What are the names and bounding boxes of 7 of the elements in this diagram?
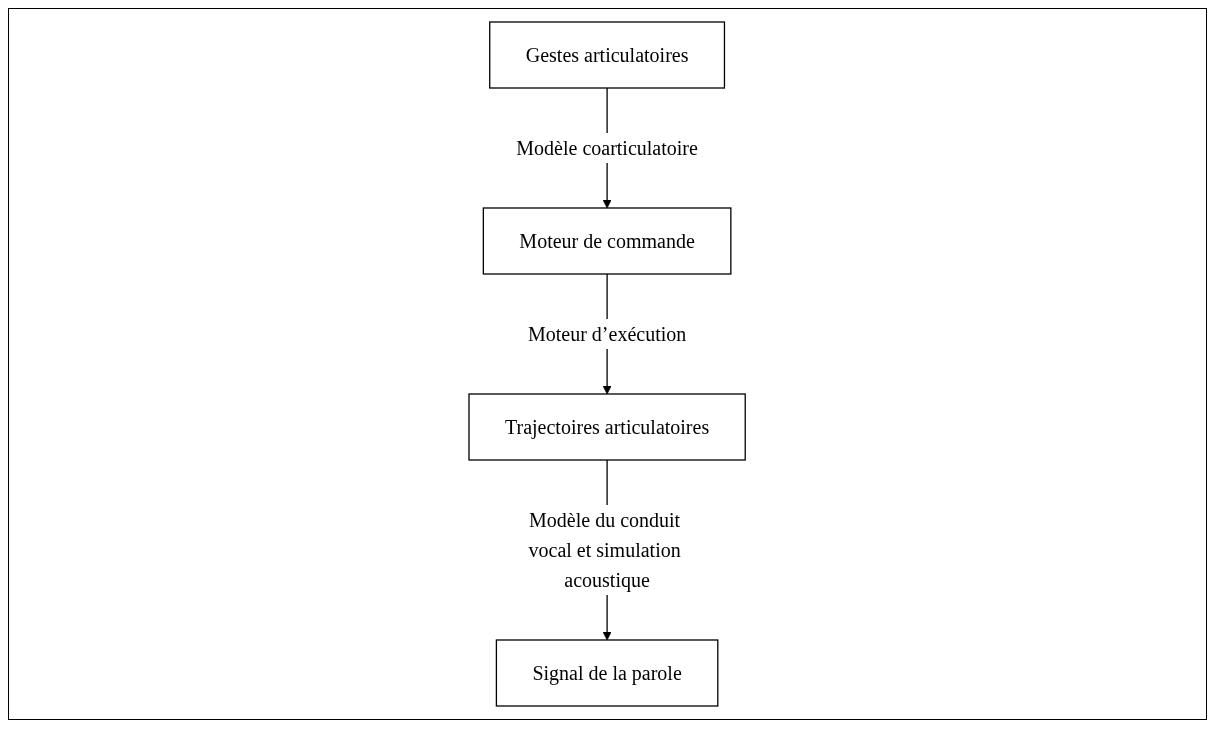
node-box: Trajectoires articulatoires (468, 393, 747, 461)
node-box: Moteur de commande (483, 207, 732, 275)
edge-label: Modèle du conduit vocal et simulation acoustique (528, 509, 682, 591)
edge-label: Moteur d’exécution (528, 323, 687, 345)
node-box: Gestes articulatoires (489, 21, 726, 89)
node-box: Signal de la parole (496, 639, 719, 707)
edge-label: Modèle coarticulatoire (516, 137, 699, 159)
